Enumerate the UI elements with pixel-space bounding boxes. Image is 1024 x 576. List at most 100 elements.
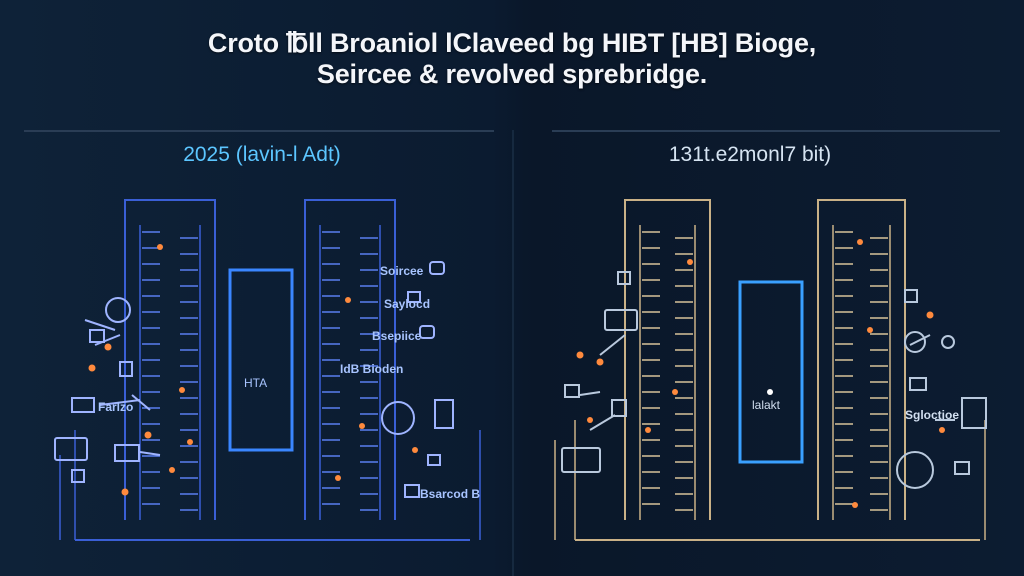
tower-rung — [322, 407, 378, 415]
left-center-label: HTA — [244, 376, 268, 390]
right-divider-line — [552, 130, 1000, 132]
tower-rung — [322, 359, 378, 367]
tower-rung — [642, 375, 693, 383]
right-tower-rungs — [642, 231, 888, 511]
tower-rung — [642, 423, 693, 431]
tower-rung — [142, 231, 198, 239]
title-line-2: Seircee & revolved sprebridge. — [316, 59, 708, 89]
right-panel-structure — [554, 199, 986, 541]
right-label-1: Sgloctioe — [905, 408, 960, 422]
tower-rung — [322, 503, 378, 511]
tower-rung — [142, 391, 198, 399]
tower-rung — [322, 327, 378, 335]
tower-rung — [642, 263, 693, 271]
tower-rung — [142, 439, 198, 447]
tower-rung — [642, 391, 693, 399]
tower-rung — [642, 359, 693, 367]
tower-rung — [835, 375, 888, 383]
left-label-3: Bsepiice — [372, 329, 422, 343]
tower-rung — [642, 503, 693, 511]
tower-rung — [642, 327, 693, 335]
tower-rung — [835, 423, 888, 431]
tower-rung — [835, 247, 888, 255]
tower-rung — [322, 375, 378, 383]
right-left-tower-outline — [624, 199, 711, 520]
tower-rung — [142, 375, 198, 383]
tower-rung — [642, 279, 693, 287]
tower-rung — [142, 311, 198, 319]
tower-rung — [835, 503, 888, 511]
tower-rung — [142, 407, 198, 415]
right-orange-dots — [576, 239, 945, 508]
left-label-6: Bsarcod B — [420, 487, 481, 501]
tower-rung — [642, 439, 693, 447]
left-orange-dots — [88, 244, 418, 496]
tower-rung — [142, 343, 198, 351]
tower-rung — [142, 471, 198, 479]
tower-rung — [322, 231, 378, 239]
tower-rung — [142, 327, 198, 335]
right-tower-outline — [304, 199, 396, 520]
tower-rung — [835, 343, 888, 351]
left-label-2: Saylocd — [384, 297, 431, 311]
left-panel-structure — [59, 199, 481, 541]
left-label-1: Soircee — [380, 264, 424, 278]
tower-rung — [322, 455, 378, 463]
tower-rung — [322, 487, 378, 495]
tower-rung — [642, 407, 693, 415]
tower-rung — [142, 423, 198, 431]
right-icons — [561, 271, 987, 489]
right-lens-icon — [896, 451, 934, 489]
right-panel-heading: 131t.e2monl7 bit) — [668, 143, 832, 166]
tower-rung — [322, 471, 378, 479]
tower-rung — [142, 263, 198, 271]
tower-rung — [142, 487, 198, 495]
tower-rung — [322, 311, 378, 319]
left-divider-line — [24, 130, 494, 132]
tower-rung — [835, 471, 888, 479]
diagram-title: Croto ℔ll Broaniol lClaveed bg HIBT [HB]… — [0, 28, 1024, 90]
tower-rung — [322, 439, 378, 447]
left-panel-heading: 2025 (lavin-l Adt) — [183, 143, 341, 166]
tower-rung — [142, 247, 198, 255]
tower-rung — [835, 327, 888, 335]
tower-rung — [835, 455, 888, 463]
right-center-box — [738, 280, 804, 464]
tower-rung — [835, 359, 888, 367]
tower-rung — [835, 391, 888, 399]
panel-separator — [512, 130, 514, 576]
left-node-icon — [105, 297, 131, 323]
tower-rung — [642, 455, 693, 463]
tower-rung — [142, 295, 198, 303]
tower-rung — [322, 263, 378, 271]
left-icons — [54, 261, 454, 498]
left-center-box — [228, 268, 294, 452]
tower-rung — [322, 295, 378, 303]
tower-rung — [835, 439, 888, 447]
tower-rung — [835, 279, 888, 287]
tower-rung — [835, 231, 888, 239]
tower-rung — [142, 279, 198, 287]
left-lens-icon — [381, 401, 415, 435]
tower-rung — [642, 487, 693, 495]
tower-rung — [835, 407, 888, 415]
left-tower-rungs — [142, 231, 378, 511]
tower-rung — [642, 471, 693, 479]
tower-rung — [835, 487, 888, 495]
tower-rung — [322, 279, 378, 287]
tower-rung — [322, 423, 378, 431]
title-line-1: Croto ℔ll Broaniol lClaveed bg HIBT [HB]… — [207, 28, 817, 58]
left-tower-outline — [124, 199, 216, 520]
left-label-4: IdB Bioden — [340, 362, 404, 376]
tower-rung — [142, 359, 198, 367]
tower-rung — [642, 311, 693, 319]
tower-rung — [835, 295, 888, 303]
tower-rung — [835, 263, 888, 271]
tower-rung — [322, 247, 378, 255]
right-right-tower-outline — [817, 199, 906, 520]
right-center-label: lalakt — [752, 398, 781, 412]
tower-rung — [322, 343, 378, 351]
left-label-5: Farlzo — [98, 400, 134, 414]
